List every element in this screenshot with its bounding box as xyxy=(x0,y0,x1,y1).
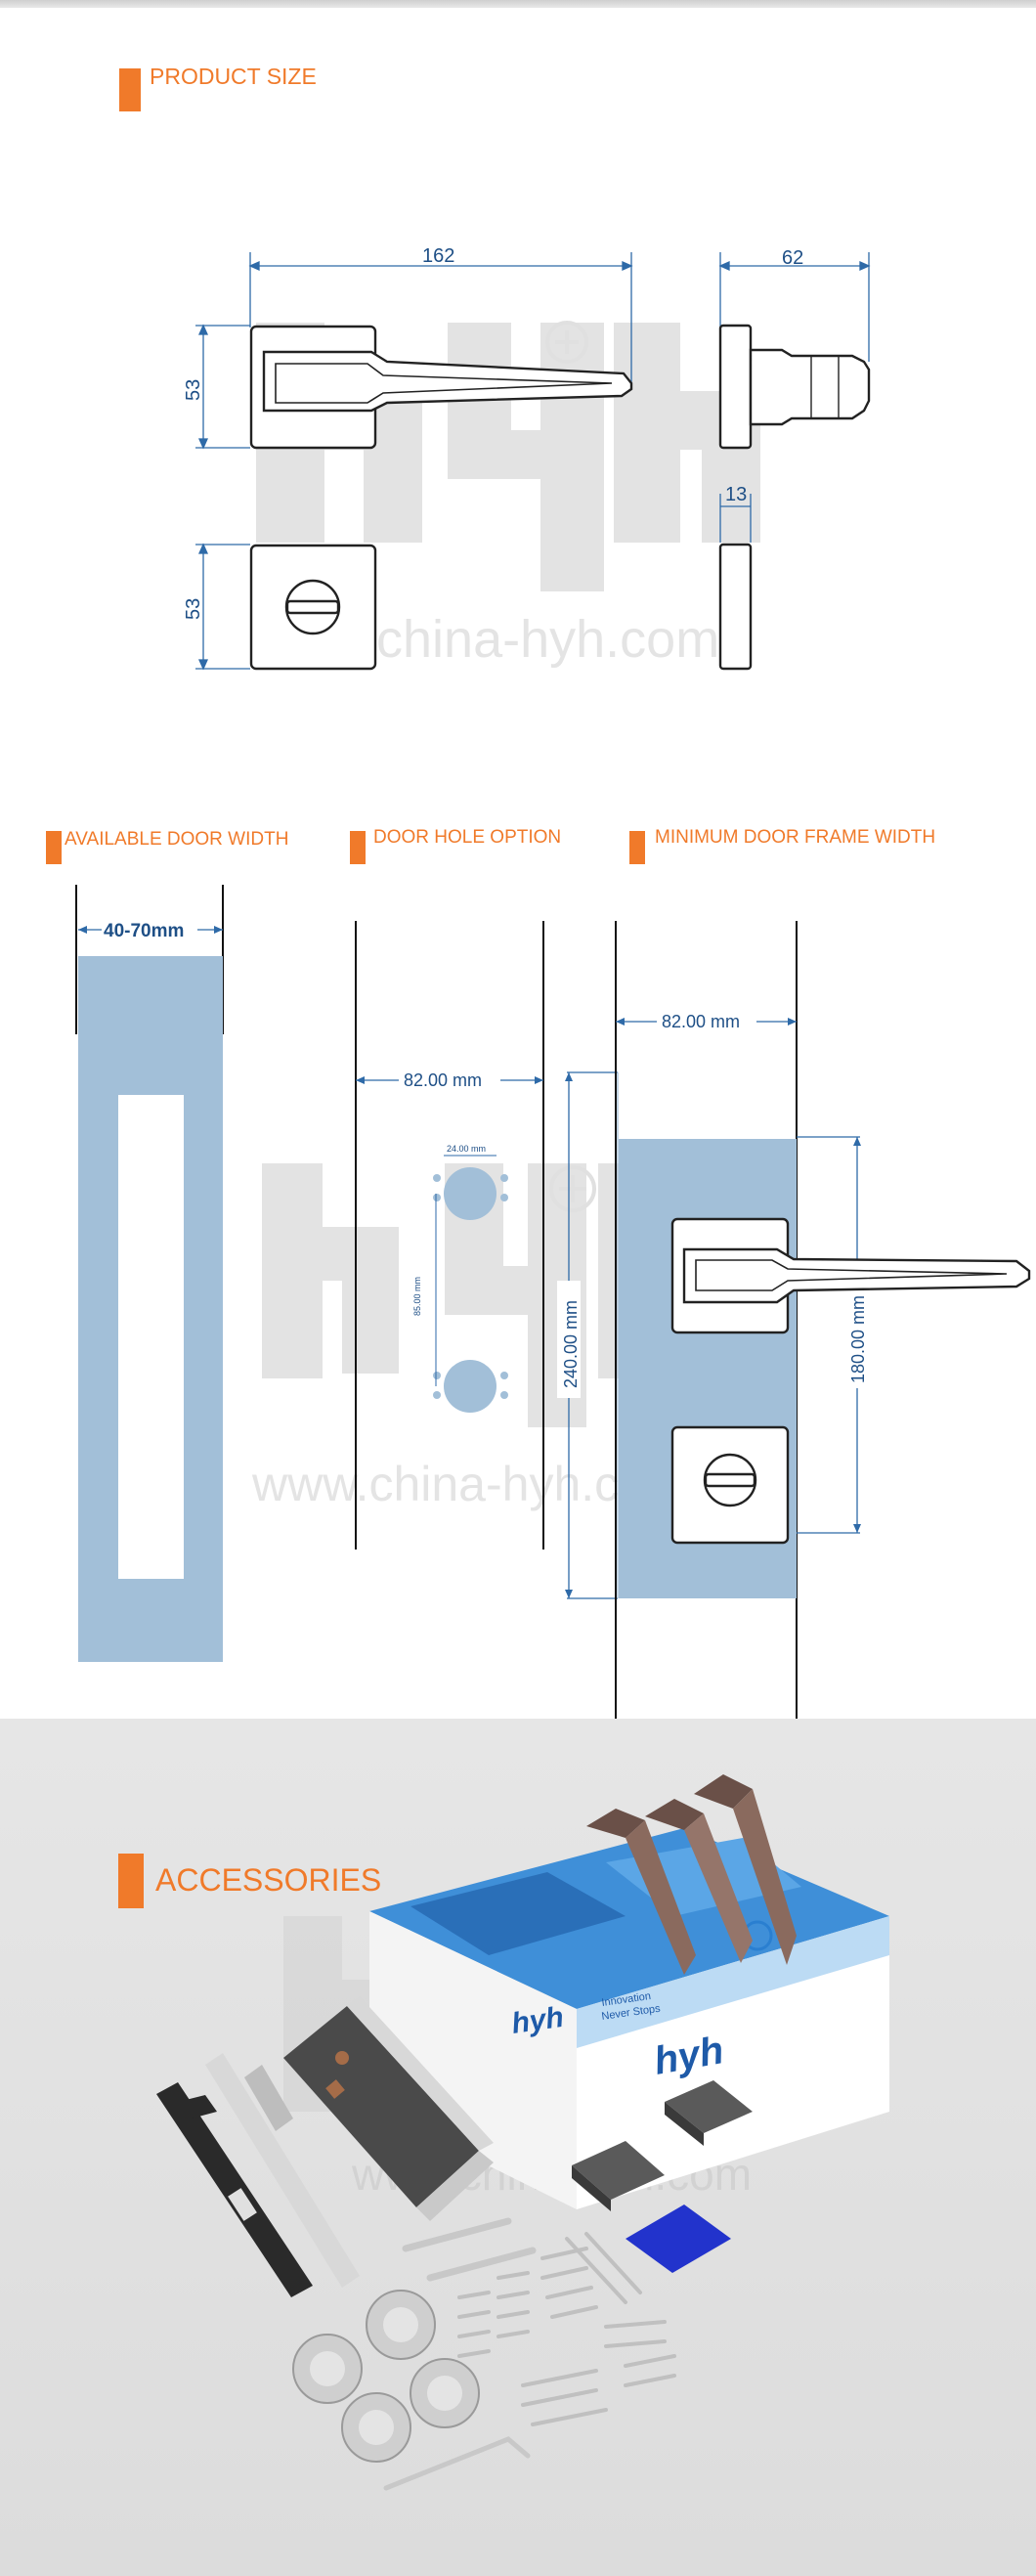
faceplate xyxy=(205,2053,360,2288)
template-card xyxy=(626,2205,731,2273)
handle-side-view xyxy=(718,324,871,671)
frame-width: 82.00 mm xyxy=(662,1012,740,1031)
product-size-drawing: www.china-hyh.com 162 62 53 53 13 xyxy=(183,245,871,671)
section-marker xyxy=(118,1854,144,1908)
accessories-title: ACCESSORIES xyxy=(155,1862,382,1898)
door-handles xyxy=(586,1774,797,1975)
dim-length: 162 xyxy=(422,245,454,267)
installation-drawings: www.china-hyh.com 40-70mm xyxy=(75,885,1031,1719)
hole-width: 82.00 mm xyxy=(404,1070,482,1090)
product-box xyxy=(369,1828,889,2209)
spindles xyxy=(402,2217,537,2282)
hole-height: 240.00 mm xyxy=(561,1300,581,1388)
mortise-lock xyxy=(283,1996,494,2221)
hex-key xyxy=(383,2436,531,2491)
dim-thickness: 13 xyxy=(725,484,747,505)
top-divider xyxy=(0,0,1036,8)
watermark-url: www.china-hyh.com xyxy=(251,1457,687,1511)
product-size-title: PRODUCT SIZE xyxy=(150,64,317,89)
hole-spacing: 85.00 mm xyxy=(412,1277,422,1316)
section-marker xyxy=(629,831,645,864)
door-frame-diagram xyxy=(615,921,1031,1719)
section-marker xyxy=(350,831,366,864)
hole-diameter: 24.00 mm xyxy=(447,1144,486,1154)
box-side-logo: hyh xyxy=(509,2001,565,2040)
screws xyxy=(457,2232,676,2426)
dim-escutcheon-height: 53 xyxy=(183,598,204,620)
strike-plate xyxy=(156,2082,313,2297)
minimum-door-frame-width-title: MINIMUM DOOR FRAME WIDTH xyxy=(655,827,936,848)
dim-rose-height: 53 xyxy=(183,379,204,401)
dim-depth: 62 xyxy=(782,247,803,269)
available-door-width-title: AVAILABLE DOOR WIDTH xyxy=(65,829,289,850)
section-marker xyxy=(46,831,62,864)
frame-height: 180.00 mm xyxy=(848,1295,868,1383)
escutcheon-front-view xyxy=(249,544,377,671)
accessories-photo: www.china-hyh.com hyh Innovation Never S… xyxy=(156,1774,889,2491)
handle-front-view xyxy=(249,325,633,450)
escutcheons xyxy=(572,2080,753,2211)
door-hole-option-title: DOOR HOLE OPTION xyxy=(373,827,562,848)
section-marker xyxy=(119,68,141,111)
door-hole-diagram xyxy=(355,921,619,1599)
door-width-range: 40-70mm xyxy=(104,921,184,941)
door-width-diagram xyxy=(75,885,224,1662)
